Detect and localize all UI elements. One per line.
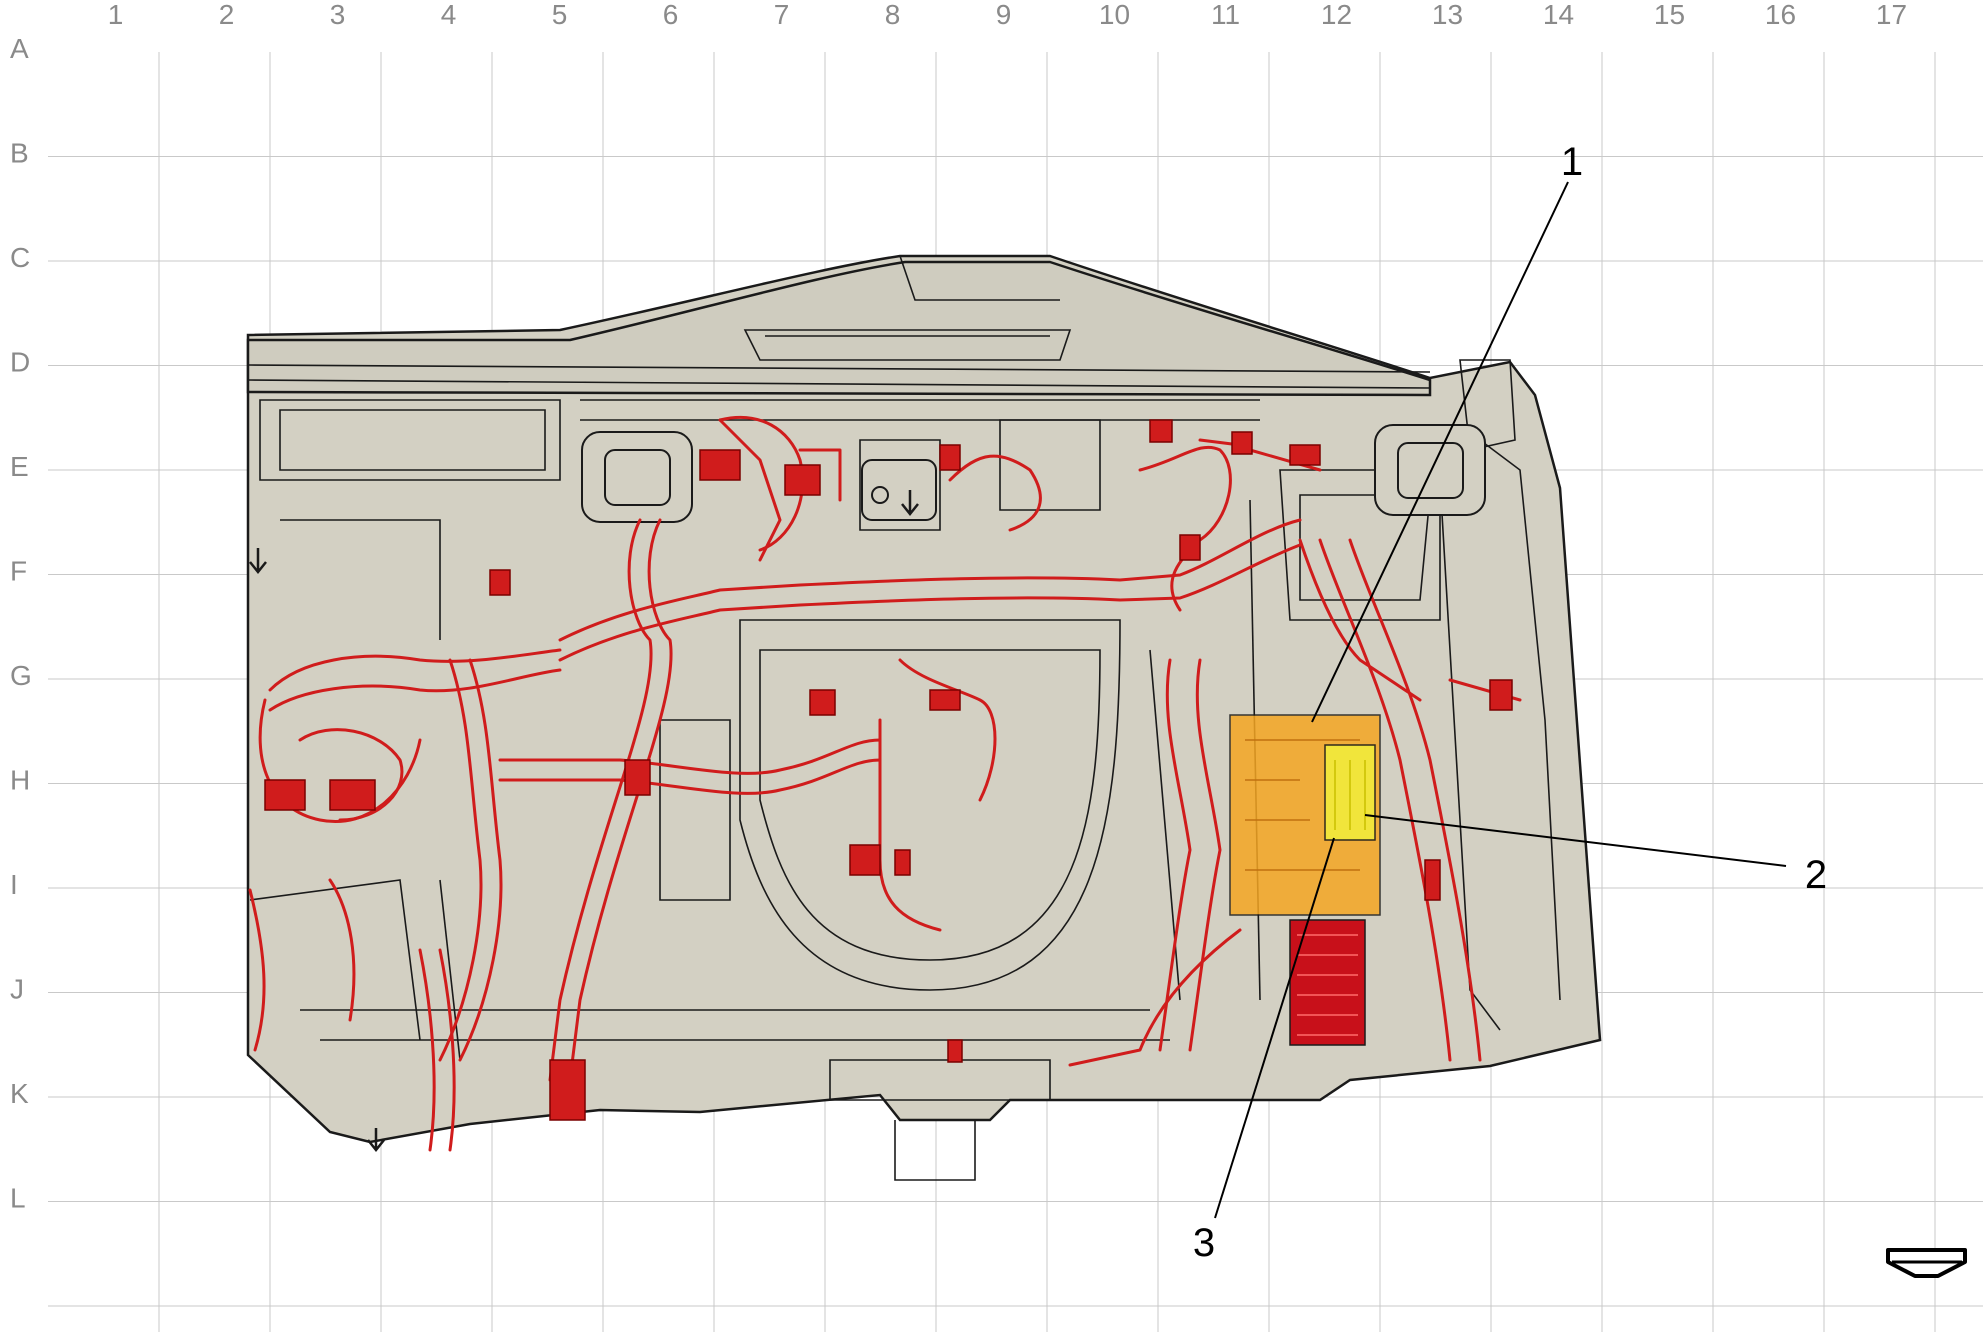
grid-row-label: E (10, 451, 29, 482)
panel-details (247, 255, 1561, 1181)
grid-column-label: 8 (885, 0, 901, 30)
connector (1179, 534, 1201, 561)
grid-column-label: 1 (108, 0, 124, 30)
grid-column-label: 5 (552, 0, 568, 30)
callout-1-label: 1 (1561, 140, 1583, 184)
right-vent (1374, 424, 1486, 516)
connector (947, 1039, 963, 1063)
connector (1489, 679, 1513, 711)
connector (329, 779, 376, 811)
connector (929, 689, 961, 711)
grid-row-labels: A B C D E F G H I J K L (10, 33, 32, 1214)
connector (549, 1059, 586, 1121)
connector (939, 444, 961, 471)
down-arrow-icon (249, 490, 919, 1153)
grid-column-label: 16 (1765, 0, 1796, 30)
wiring-harness (248, 415, 1522, 1152)
grid-row-label: K (10, 1078, 29, 1109)
connector (624, 759, 651, 796)
body-control-module (1229, 714, 1381, 1046)
grid-row-label: J (10, 974, 24, 1005)
connector (699, 449, 741, 481)
connector (894, 849, 911, 876)
left-vent (581, 431, 693, 523)
connector (1231, 431, 1253, 455)
grid-column-label: 4 (441, 0, 457, 30)
callout-3-label: 3 (1193, 1221, 1215, 1265)
grid-column-label: 3 (330, 0, 346, 30)
grid-column-label: 2 (219, 0, 235, 30)
callout-1-leader (1311, 181, 1569, 723)
grid-column-label: 17 (1876, 0, 1907, 30)
callout-2-leader (1364, 814, 1787, 867)
grid-column-label: 10 (1099, 0, 1130, 30)
grid-row-label: D (10, 347, 30, 378)
connector (849, 844, 881, 876)
connector (809, 689, 836, 716)
harness-connectors (264, 419, 1513, 1121)
connector (1424, 859, 1441, 901)
connector (784, 464, 821, 496)
grid-column-label: 12 (1321, 0, 1352, 30)
callout-2-label: 2 (1805, 853, 1827, 897)
upper-dash-pad (246, 260, 1432, 397)
callout-3-leader (1214, 837, 1335, 1219)
callout-leaders (1214, 181, 1787, 1219)
main-harness-trunk (558, 518, 1302, 642)
connector (489, 569, 511, 596)
connector (264, 779, 306, 811)
grid-column-label: 6 (663, 0, 679, 30)
grid-column-label: 7 (774, 0, 790, 30)
connector (1289, 444, 1321, 466)
grid-row-label: F (10, 556, 27, 587)
grid-column-label: 14 (1543, 0, 1574, 30)
grid-column-label: 11 (1211, 0, 1240, 30)
grid-row-label: L (10, 1183, 26, 1214)
front-arrow-icon (1886, 1248, 1967, 1278)
grid-column-label: 9 (996, 0, 1012, 30)
grid-row-label: A (10, 33, 29, 64)
grid-row-label: B (10, 138, 29, 169)
fuse-block (1289, 919, 1366, 1046)
grid-row-label: C (10, 242, 30, 273)
grid-row-label: G (10, 660, 32, 691)
grid-row-label: H (10, 765, 30, 796)
grid-column-label: 13 (1432, 0, 1463, 30)
connector (1149, 419, 1173, 443)
grid-row-label: I (10, 869, 18, 900)
grid-column-label: 15 (1654, 0, 1685, 30)
